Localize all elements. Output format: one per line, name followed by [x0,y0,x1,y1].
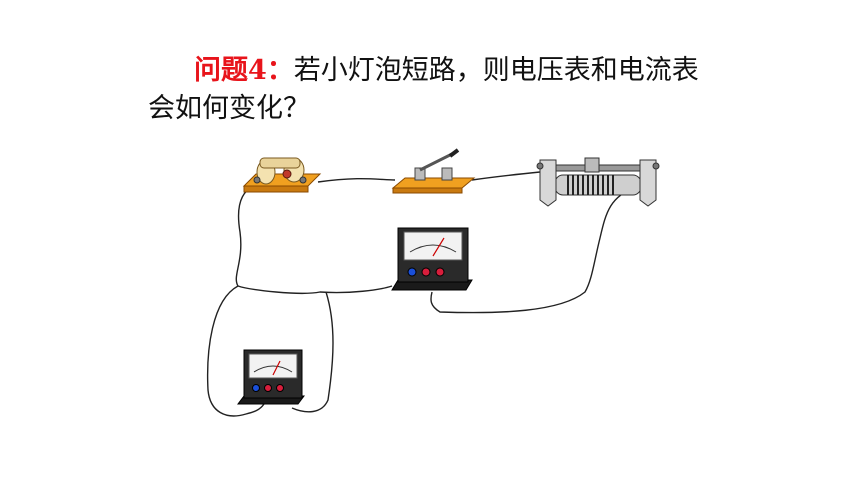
question-text: 问题4：若小灯泡短路，则电压表和电流表 会如何变化？ [148,52,788,128]
wire-loop-right [291,291,334,413]
knife-switch-icon [391,148,476,194]
question-label: 问题4： [194,55,294,86]
rheostat-icon [536,157,660,207]
wire-loop-left [206,285,265,417]
question-line-1: 问题4：若小灯泡短路，则电压表和电流表 [148,52,788,90]
lamp-holder-icon [242,157,322,193]
wire-switch-rheostat [471,171,541,181]
question-line-2: 会如何变化？ [148,93,310,124]
question-line-1-text: 若小灯泡短路，则电压表和电流表 [293,55,699,86]
voltmeter-icon [237,349,305,405]
ammeter-icon [391,227,473,291]
wire-lamp-meter [235,185,393,294]
wire-rheostat-meter [430,185,639,314]
circuit-wires [206,171,639,417]
wire-lamp-switch [317,177,396,183]
